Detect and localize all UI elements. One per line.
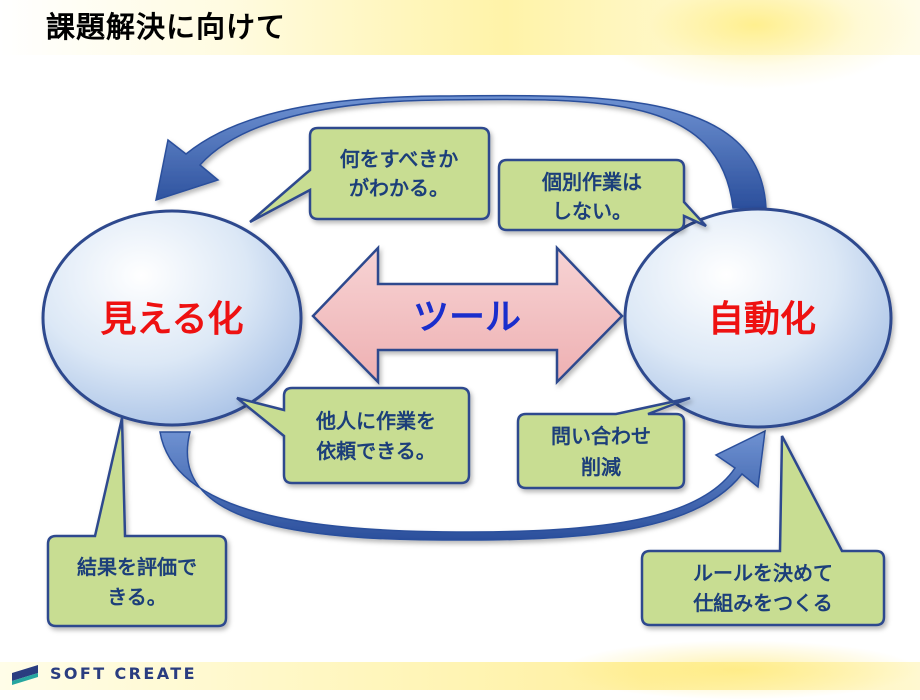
- visualization-label: 見える化: [101, 299, 244, 340]
- callout-top-right-line-1: 個別作業は: [541, 170, 642, 194]
- logo-text: SOFT CREATE: [50, 664, 197, 683]
- callout-top-left: [249, 126, 491, 224]
- callout-mid-right-line-2: 削減: [581, 455, 621, 479]
- callout-mid-right: [516, 396, 691, 490]
- tool-label: ツール: [413, 297, 521, 338]
- footer-glow: [560, 640, 920, 700]
- callout-mid-left: [236, 386, 471, 485]
- callout-top-left-line-1: 何をすべきか: [340, 147, 459, 171]
- automation-node: [623, 207, 893, 429]
- callout-mid-left-line-2: 依頼できる。: [316, 439, 436, 463]
- callout-bottom-right-line-1: ルールを決めて: [693, 561, 833, 585]
- automation-label: 自動化: [708, 299, 816, 340]
- callout-top-left-line-2: がわかる。: [349, 176, 449, 200]
- tool-double-arrow: [311, 244, 624, 386]
- softcreate-logo-icon: [12, 665, 38, 685]
- callout-bottom-left: [46, 417, 228, 628]
- callout-bottom-right-line-2: 仕組みをつくる: [692, 591, 833, 615]
- bottom-loop-arrow: [159, 429, 766, 541]
- page-title: 課題解決に向けて: [46, 10, 287, 44]
- callout-top-right-line-2: しない。: [552, 199, 632, 223]
- callout-mid-left-line-1: 他人に作業を: [315, 409, 436, 433]
- callout-bottom-right: [640, 435, 886, 627]
- top-loop-arrow: [155, 94, 767, 209]
- callout-bottom-left-line-1: 結果を評価で: [77, 555, 197, 579]
- callout-bottom-left-line-2: きる。: [107, 585, 167, 609]
- callout-mid-right-line-1: 問い合わせ: [551, 424, 651, 448]
- visualization-node: [41, 209, 303, 427]
- callout-top-right: [497, 158, 707, 232]
- header-glow: [590, 0, 920, 90]
